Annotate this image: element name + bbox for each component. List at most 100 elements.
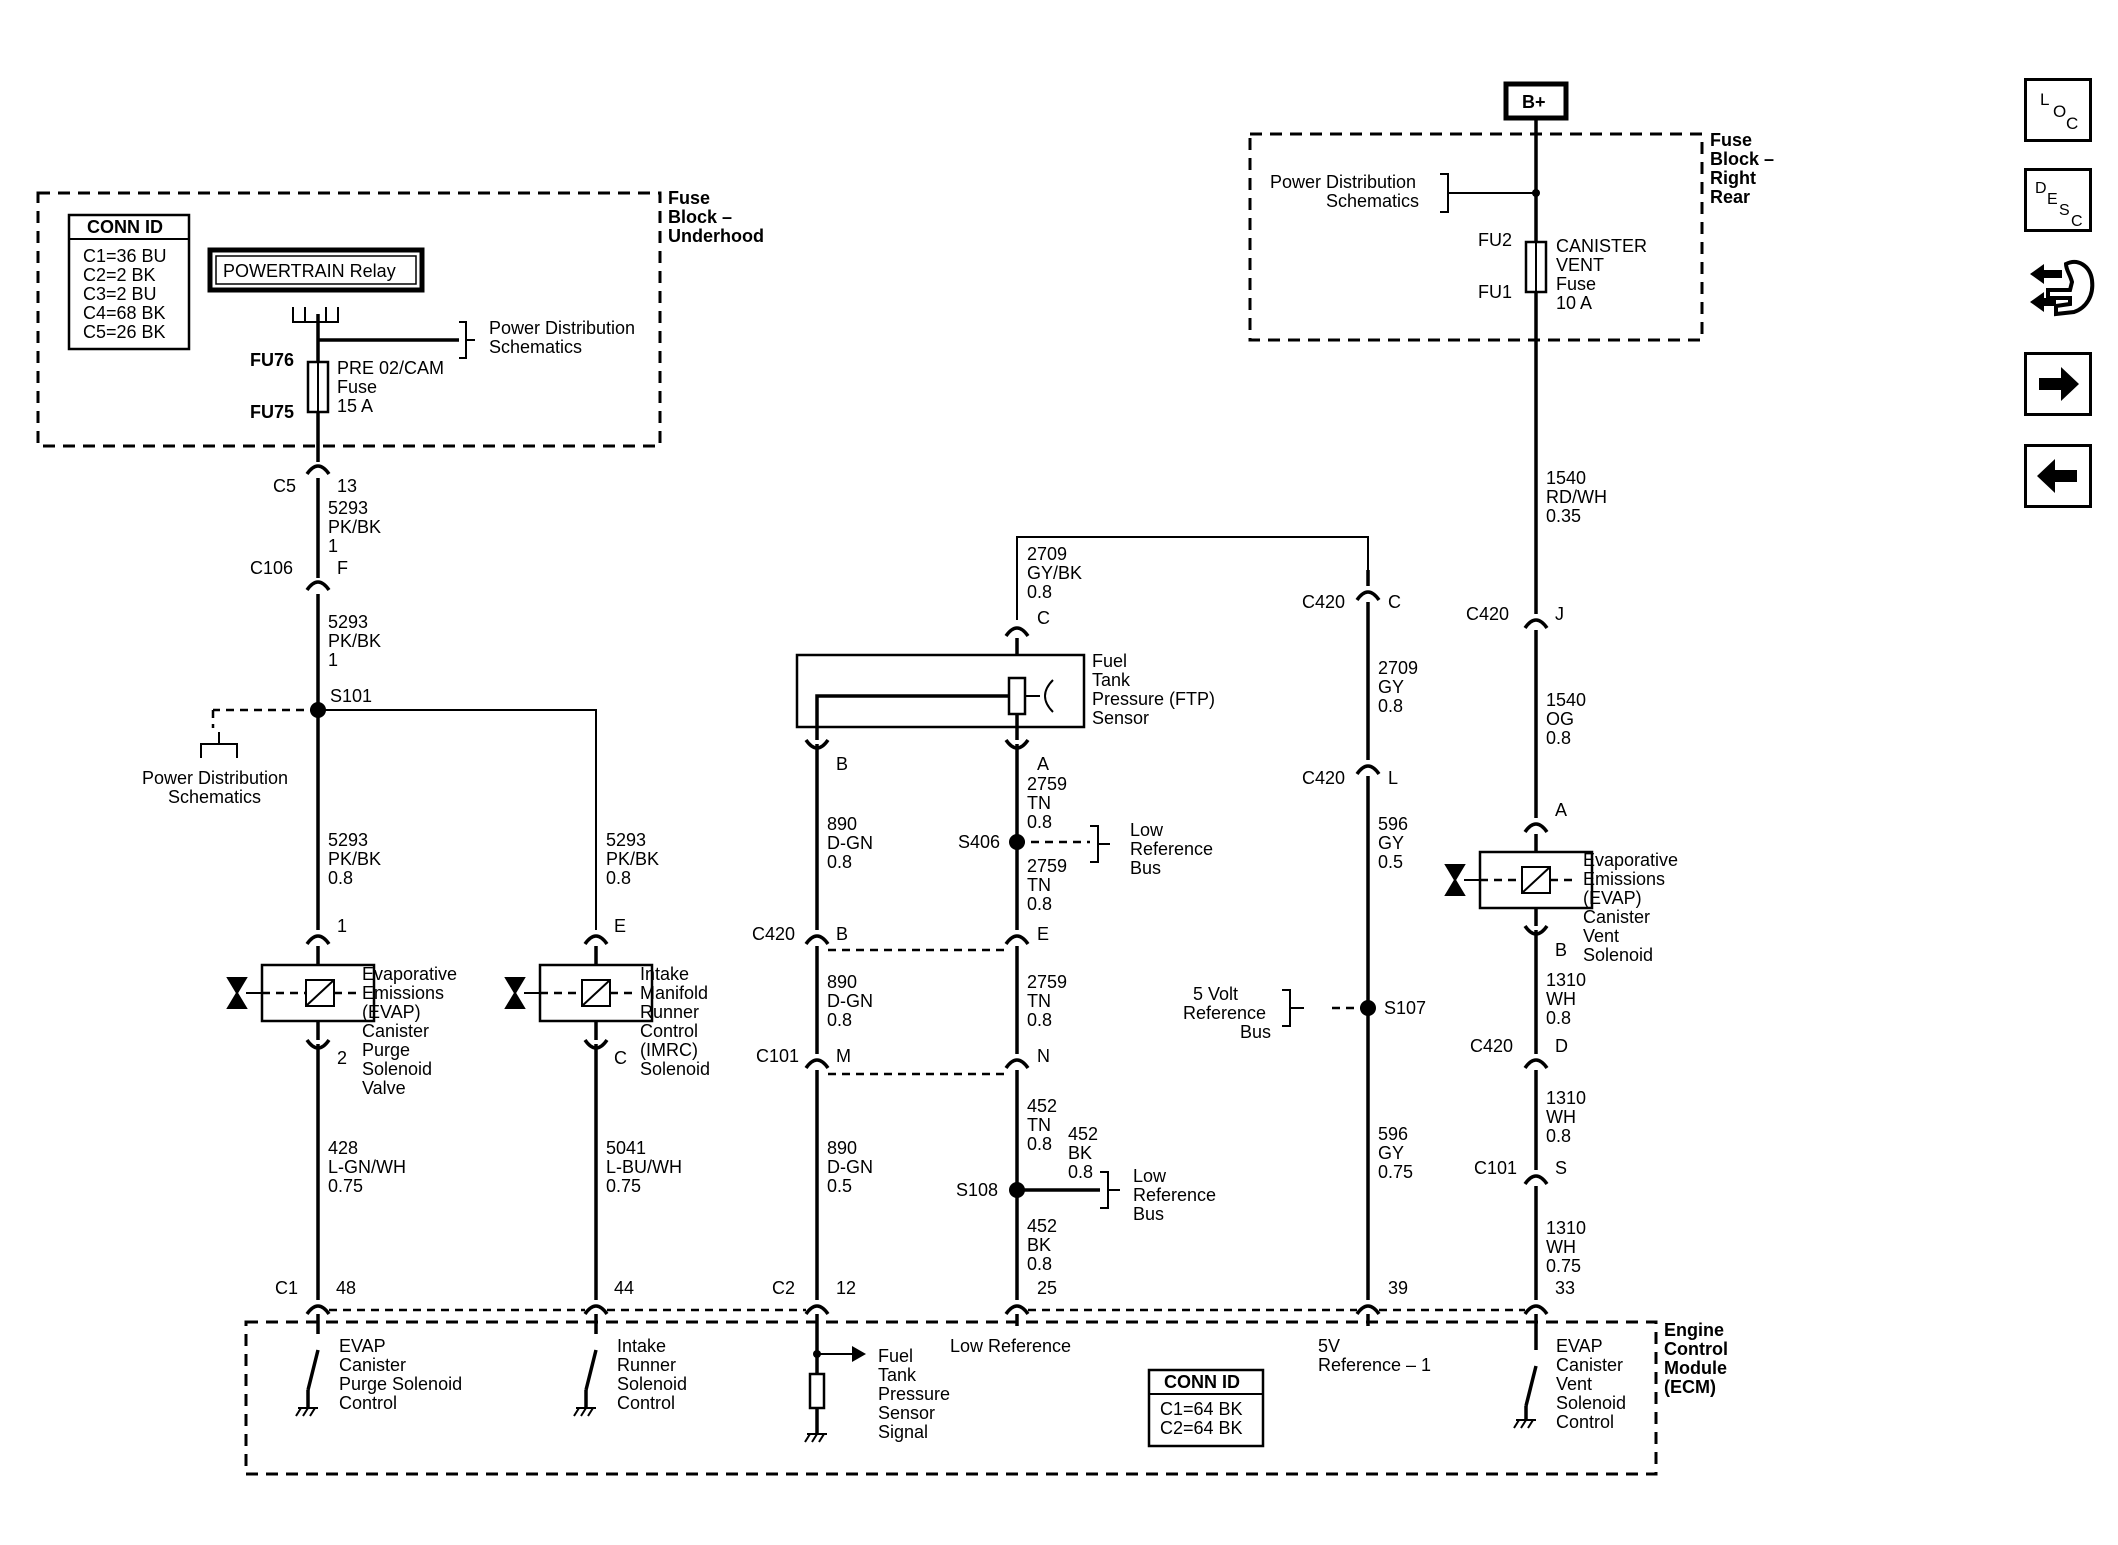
ftp-signal-3: Pressure [878,1384,950,1404]
vent-label-3: (EVAP) [1583,888,1642,908]
fuse-fu2: FU2 [1478,230,1512,250]
pd-schematics-left-1: Power Distribution [142,768,288,788]
ground-icon-ftp [804,1433,827,1443]
ftp-top-wire-num: 2709 [1027,544,1067,564]
svg-text:S: S [2059,202,2070,219]
ftp-sensor-element [1007,676,1027,716]
loc-icon: L O C [2040,90,2078,133]
wire-a2-color: TN [1027,875,1051,895]
ftp-label-2: Tank [1092,670,1131,690]
ecm-pin-39: 39 [1388,1278,1408,1298]
wire-a6-color: BK [1027,1235,1051,1255]
ref-wire3-num: 596 [1378,1124,1408,1144]
ftp-pin-a: A [1037,754,1049,774]
desc-button[interactable]: D E S C [2024,168,2092,232]
ecm-conn-id-title: CONN ID [1164,1372,1240,1392]
wire-a2-size: 0.8 [1027,894,1052,914]
ftp-top-wire-color: GY/BK [1027,563,1082,583]
wire2-color: PK/BK [328,631,381,651]
wire4-num: 5293 [606,830,646,850]
wire-a3-size: 0.8 [1027,1010,1052,1030]
ecm-conn-id-c2: C2=64 BK [1160,1418,1243,1438]
wire3-size: 0.8 [328,868,353,888]
wire2-size: 1 [328,650,338,670]
imrc-label-6: Solenoid [640,1059,710,1079]
ecm-conn-id-c1: C1=64 BK [1160,1399,1243,1419]
vent-ctrl-1: EVAP [1556,1336,1603,1356]
pd-schematics-rear-2: Schematics [1326,191,1419,211]
wire4-color: PK/BK [606,849,659,869]
imrc-label-4: Control [640,1021,698,1041]
wire-a4-color: TN [1027,1115,1051,1135]
previous-page-button[interactable] [2024,444,2092,508]
vent-wire4-num: 1310 [1546,1088,1586,1108]
vent-wire1-num: 1540 [1546,468,1586,488]
wire6-color: L-BU/WH [606,1157,682,1177]
conn-id-title: CONN ID [87,217,163,237]
wire-a5-color: BK [1068,1143,1092,1163]
vent-circuit: 1540 RD/WH 0.35 C420 J 1540 OG 0.8 A B E… [1444,292,1678,1300]
wire3-color: PK/BK [328,849,381,869]
ecm-5v-ref-1: 5V [1318,1336,1340,1356]
wire1-color: PK/BK [328,517,381,537]
wire6-size: 0.75 [606,1176,641,1196]
wire-a4-size: 0.8 [1027,1134,1052,1154]
imrc-ctrl-2: Runner [617,1355,676,1375]
ecm-c2-label: C2 [772,1278,795,1298]
ftp-circuit: 2709 GY/BK 0.8 C Fuel Tank Pressure (FTP… [752,536,1369,1300]
conn-id-box-ecm [1147,1368,1265,1448]
arrow-right-icon-ftp [852,1346,866,1362]
c420-l-pin: L [1388,768,1398,788]
next-page-button[interactable] [2024,352,2092,416]
arrow-right-icon [2039,367,2079,401]
svg-text:L: L [2040,90,2049,109]
splice-s406-label: S406 [958,832,1000,852]
fuse-block-rear-outline [1248,132,1704,342]
wire-a6-size: 0.8 [1027,1254,1052,1274]
fuse-label-2: Fuse [337,377,377,397]
splice-s107-label: S107 [1384,998,1426,1018]
vent-fuse-label-4: 10 A [1556,293,1592,313]
ecm-pin-44: 44 [614,1278,634,1298]
connector-c5 [305,464,331,476]
ftp-top-wire-size: 0.8 [1027,582,1052,602]
wire-b3-size: 0.5 [827,1176,852,1196]
battery-b-plus: B+ [1522,92,1546,112]
pd-schematics-underhood-2: Schematics [489,337,582,357]
conn-id-c3: C3=2 BU [83,284,157,304]
low-ref-2-line3: Bus [1133,1204,1164,1224]
fuse-label-3: 15 A [337,396,373,416]
low-ref-2-line2: Reference [1133,1185,1216,1205]
ground-icon-vent [1513,1419,1536,1429]
purge-label-1: Evaporative [362,964,457,984]
splice-s101-label: S101 [330,686,372,706]
ftp-signal-4: Sensor [878,1403,935,1423]
wire-b2-num: 890 [827,972,857,992]
ftp-signal-1: Fuel [878,1346,913,1366]
svg-text:C: C [2066,114,2078,133]
splice-s108-label: S108 [956,1180,998,1200]
imrc-label-5: (IMRC) [640,1040,698,1060]
ftp-label-4: Sensor [1092,708,1149,728]
c420-l-label: C420 [1302,768,1345,788]
low-ref-1-line2: Reference [1130,839,1213,859]
fuse-block-rear-title-3: Right [1710,168,1756,188]
c420-c-pin: C [1388,592,1401,612]
desc-icon: D E S C [2035,180,2083,229]
connector-view-button[interactable] [2026,252,2096,324]
low-ref-1-line1: Low [1130,820,1164,840]
ecm-title-2: Control [1664,1339,1728,1359]
purge-label-2: Emissions [362,983,444,1003]
purge-label-3: (EVAP) [362,1002,421,1022]
loc-button[interactable]: L O C [2024,78,2092,142]
wire-a1-color: TN [1027,793,1051,813]
imrc-label-1: Intake [640,964,689,984]
c420-pin-e: E [1037,924,1049,944]
arrow-left-icon [2037,459,2077,493]
left-circuit: C5 13 5293 PK/BK 1 C106 F 5293 PK/BK 1 S… [142,412,710,1300]
c101-pin-n: N [1037,1046,1050,1066]
vent-pin-a: A [1555,800,1567,820]
ref-wire1-size: 0.8 [1378,696,1403,716]
wire-b3-color: D-GN [827,1157,873,1177]
